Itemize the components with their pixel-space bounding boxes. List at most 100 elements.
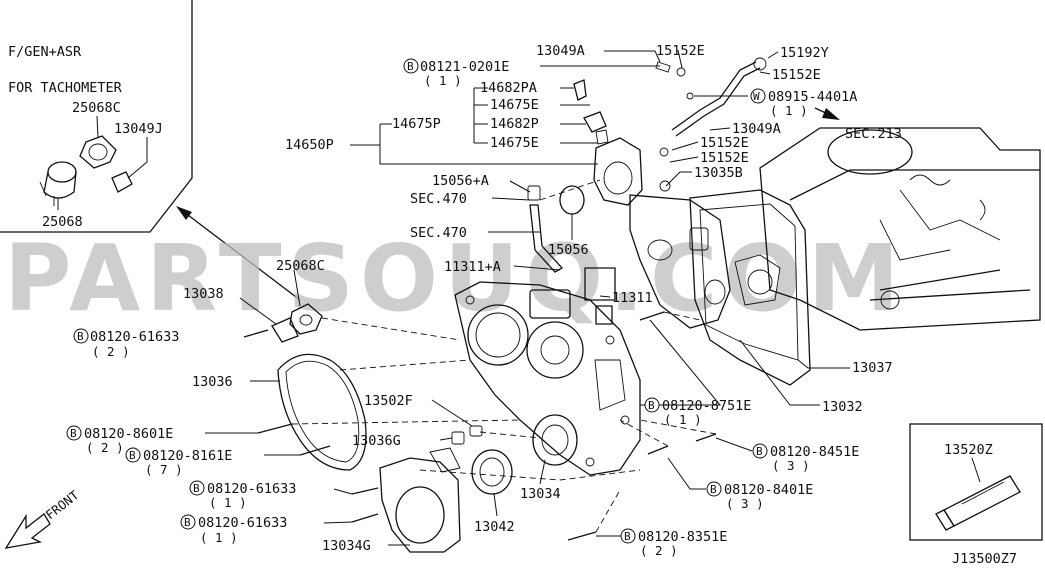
bolt-marker-8401 xyxy=(706,481,722,497)
diagram-code: J13500Z7 xyxy=(952,551,1017,567)
inset-connector-drawing xyxy=(111,137,148,193)
egr-tube-drawing xyxy=(655,57,767,192)
label-bolt-8451-qty: ( 3 ) xyxy=(772,458,810,473)
front-label: FRONT xyxy=(43,487,82,522)
gasket-11311-drawing xyxy=(584,267,616,301)
label-bolt-8161: 08120-8161E xyxy=(143,448,232,464)
label-25068c: 25068C xyxy=(276,258,325,274)
plate-13038-drawing xyxy=(271,317,299,343)
bolt-drawings xyxy=(243,311,717,541)
bolt-marker-text: B xyxy=(407,60,414,73)
bolt-marker-8351 xyxy=(620,528,636,544)
svg-text:B: B xyxy=(193,482,200,495)
label-14675e-b: 14675E xyxy=(490,135,539,151)
label-bolt-0201: 08121-0201E xyxy=(420,59,509,75)
sealant-tube-box: 13520Z xyxy=(909,423,1043,541)
inset-subtitle: FOR TACHOMETER xyxy=(8,80,123,96)
label-bolt-61633-a: 08120-61633 xyxy=(90,329,179,345)
label-washer-4401-qty: ( 1 ) xyxy=(770,103,808,118)
label-bolt-8161-qty: ( 7 ) xyxy=(145,462,183,477)
label-11311: 11311 xyxy=(612,290,653,306)
svg-text:B: B xyxy=(624,530,631,543)
sealant-tube-drawing xyxy=(935,475,1021,531)
label-13036: 13036 xyxy=(192,374,233,390)
bolt-marker-0201 xyxy=(403,58,419,74)
engine-block-drawing xyxy=(759,127,1041,331)
label-sec470-b: SEC.470 xyxy=(410,225,467,241)
label-bolt-61633-b: 08120-61633 xyxy=(207,481,296,497)
svg-text:B: B xyxy=(129,449,136,462)
label-13034: 13034 xyxy=(520,486,561,502)
bolt-marker-8751 xyxy=(644,397,660,413)
label-13035b: 13035B xyxy=(694,165,743,181)
label-14682pa: 14682PA xyxy=(480,80,537,96)
gasket-25068c-drawing xyxy=(289,303,323,335)
label-sec213: SEC.213 xyxy=(845,126,902,142)
label-bolt-8601-qty: ( 2 ) xyxy=(86,440,124,455)
label-bolt-0201-qty: ( 1 ) xyxy=(424,73,462,88)
label-bolt-8351-qty: ( 2 ) xyxy=(640,543,678,558)
inset-panel: F/GEN+ASR FOR TACHOMETER 25068C 13049J 2… xyxy=(0,0,193,233)
label-13038: 13038 xyxy=(183,286,224,302)
inset-sender-drawing xyxy=(39,161,77,210)
front-cover-drawing xyxy=(454,281,641,476)
label-15152e-b: 15152E xyxy=(772,67,821,83)
gasket-15056-drawing xyxy=(559,185,585,215)
svg-text:B: B xyxy=(648,399,655,412)
label-14650p: 14650P xyxy=(285,137,334,153)
label-13037: 13037 xyxy=(852,360,893,376)
bolt-marker-61633b xyxy=(189,480,205,496)
inset-part-25068c: 25068C xyxy=(72,100,121,116)
label-bolt-8351: 08120-8351E xyxy=(638,529,727,545)
svg-text:B: B xyxy=(184,516,191,529)
label-13049a-top: 13049A xyxy=(536,43,585,59)
gasket-13036-drawing xyxy=(277,353,367,471)
cover-13034g-drawing xyxy=(379,447,461,553)
svg-text:B: B xyxy=(710,483,717,496)
label-washer-4401: 08915-4401A xyxy=(768,89,857,105)
label-15152e-d: 15152E xyxy=(700,150,749,166)
leader-lines xyxy=(205,49,850,546)
inset-part-25068: 25068 xyxy=(42,214,83,230)
watermark-text: PARTSOUQ.COM xyxy=(4,225,905,332)
alignment-lines xyxy=(291,179,717,533)
inset-gasket-drawing xyxy=(79,115,117,169)
bolt-marker-8451 xyxy=(752,443,768,459)
label-bolt-8751: 08120-8751E xyxy=(662,398,751,414)
washer-marker-4401 xyxy=(750,88,766,104)
bolt-marker-61633c xyxy=(180,514,196,530)
bolt-marker-8161 xyxy=(125,447,141,463)
oil-seal-13042-drawing xyxy=(471,449,513,495)
label-bolt-61633-c-qty: ( 1 ) xyxy=(200,530,238,545)
part-13502f-drawing xyxy=(469,425,483,437)
inset-border xyxy=(0,0,193,233)
gasket-small-drawing xyxy=(595,305,613,325)
label-15056: 15056 xyxy=(548,242,589,258)
egr-valve-drawing xyxy=(573,79,643,206)
inset-title: F/GEN+ASR xyxy=(8,44,82,60)
label-11311a: 11311+A xyxy=(444,259,501,275)
inset-part-13049j: 13049J xyxy=(114,121,163,137)
front-indicator: FRONT xyxy=(4,487,82,549)
part-labels: 13049A 15152E 15192Y 15152E B 08121-0201… xyxy=(66,43,902,558)
label-13042: 13042 xyxy=(474,519,515,535)
label-13049a-mid: 13049A xyxy=(732,121,781,137)
label-bolt-8601: 08120-8601E xyxy=(84,426,173,442)
front-arrow-icon xyxy=(4,513,51,549)
label-13034g: 13034G xyxy=(322,538,371,554)
bolt-marker-8601 xyxy=(66,425,82,441)
label-13032: 13032 xyxy=(822,399,863,415)
label-13502f: 13502F xyxy=(364,393,413,409)
label-15152e-top: 15152E xyxy=(656,43,705,59)
bolt-marker-61633a xyxy=(73,328,89,344)
svg-text:B: B xyxy=(70,427,77,440)
label-15152e-c: 15152E xyxy=(700,135,749,151)
label-bolt-8401-qty: ( 3 ) xyxy=(726,496,764,511)
label-bolt-8451: 08120-8451E xyxy=(770,444,859,460)
label-15192y: 15192Y xyxy=(780,45,829,61)
label-bolt-61633-a-qty: ( 2 ) xyxy=(92,344,130,359)
label-bolt-61633-b-qty: ( 1 ) xyxy=(209,495,247,510)
label-13036g: 13036G xyxy=(352,433,401,449)
label-14675p: 14675P xyxy=(392,116,441,132)
